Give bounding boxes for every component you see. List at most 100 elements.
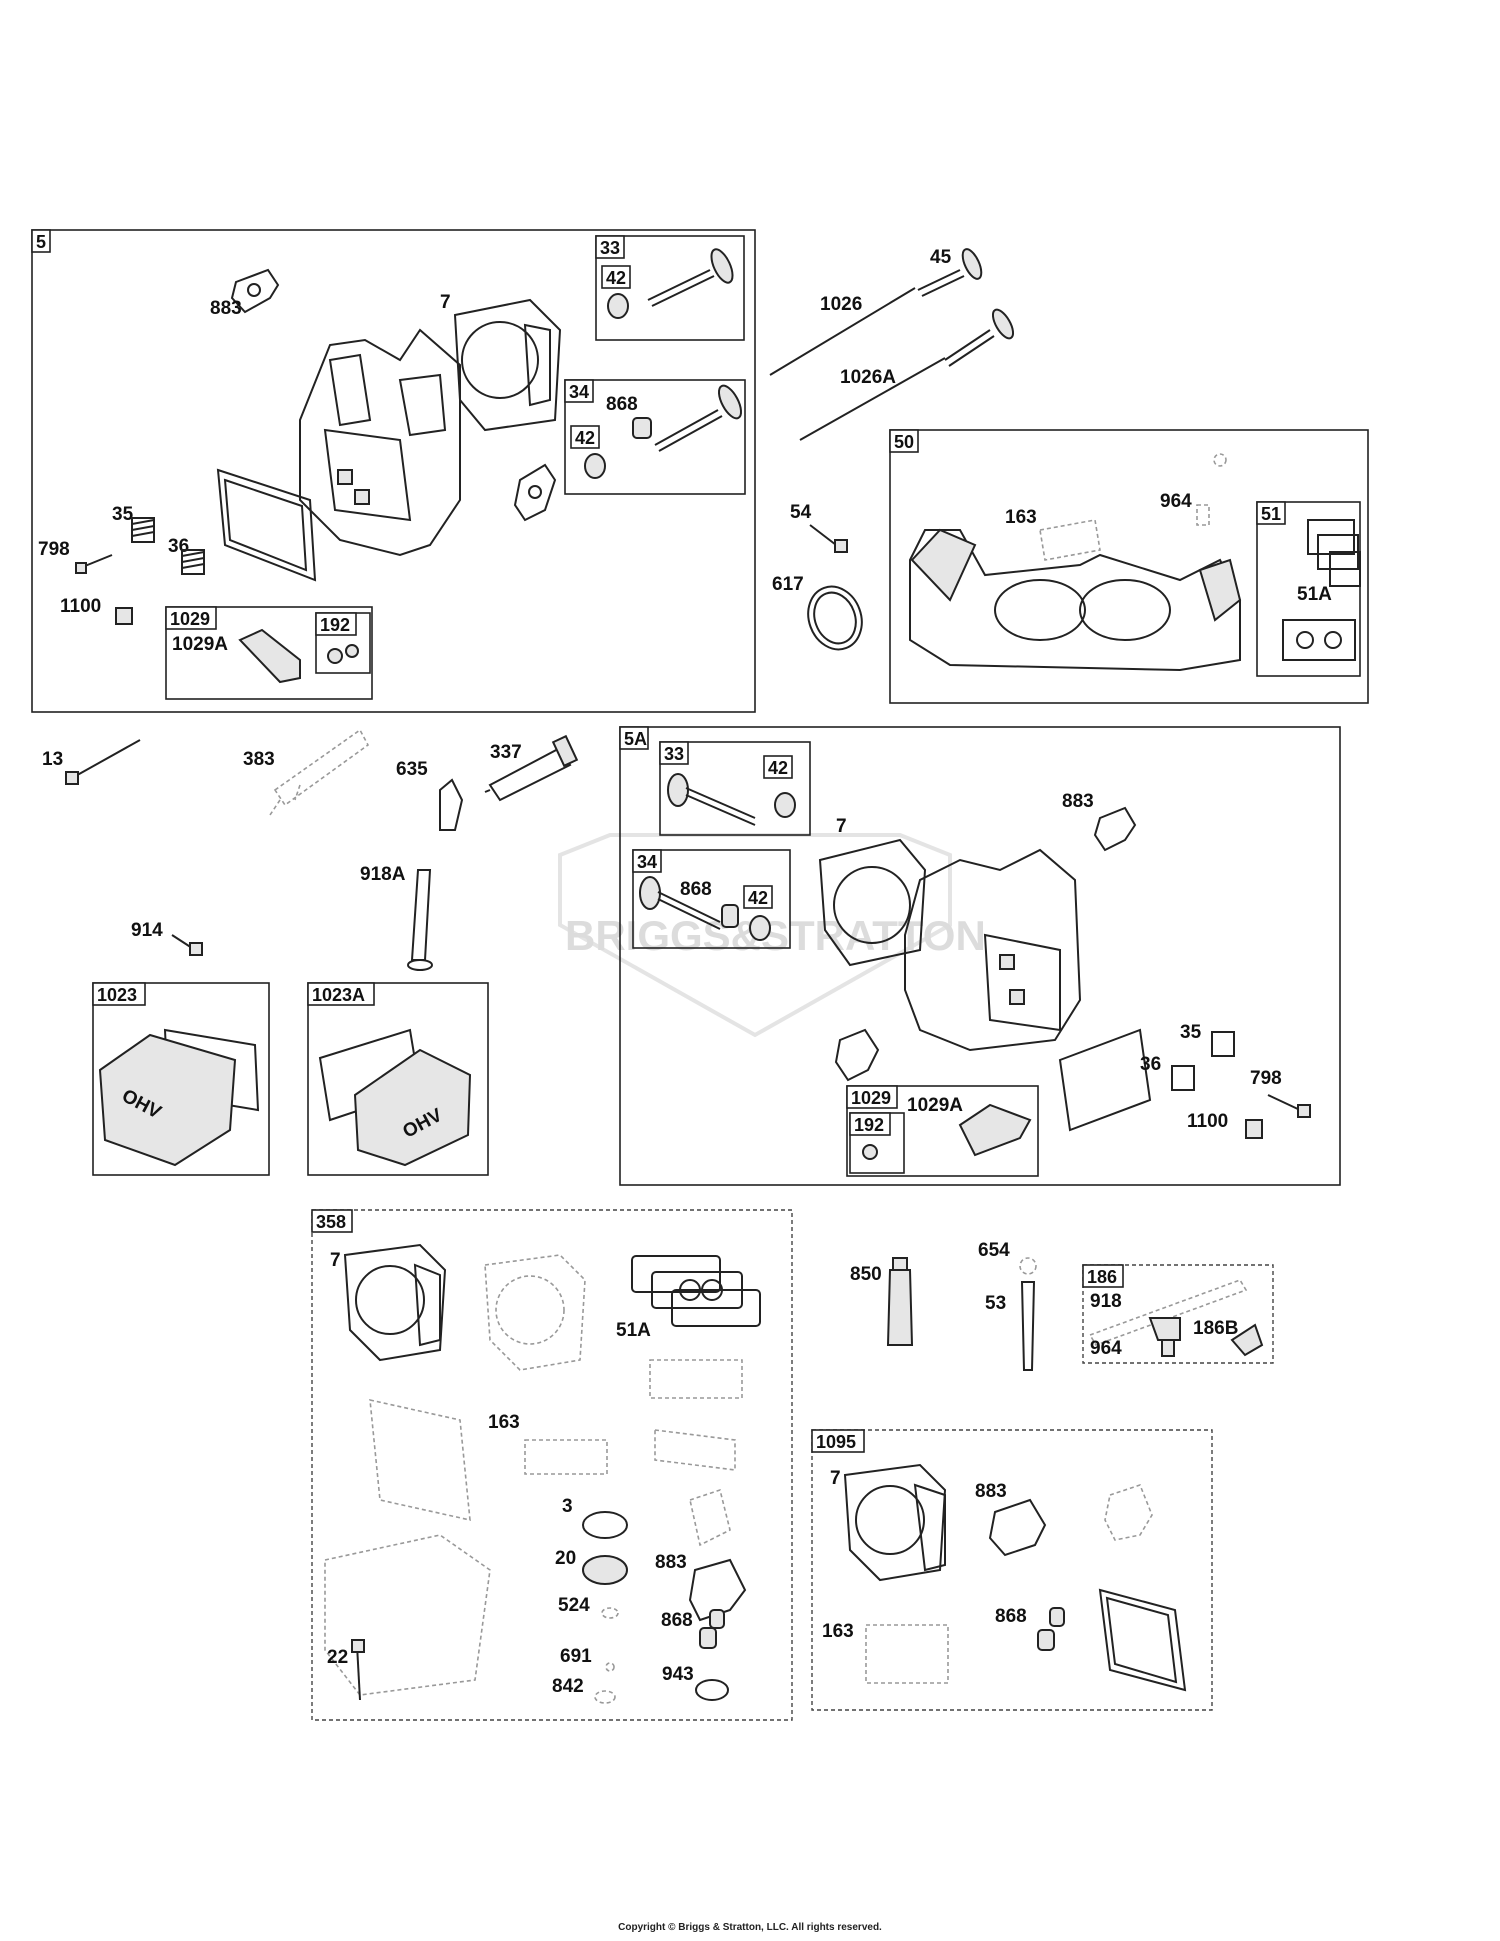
seal-617 <box>807 585 863 651</box>
section-358: 358 7 51A 163 3 20 883 <box>311 1209 793 1721</box>
label-617: 617 <box>772 574 804 595</box>
gasket-light-a <box>649 1359 743 1399</box>
gaskets-51A <box>631 1255 761 1327</box>
tag-186: 186 <box>1087 1267 1117 1287</box>
crankcase-gasket <box>324 1534 491 1696</box>
cylinder-head <box>299 328 461 557</box>
spring-35b <box>1211 1031 1235 1057</box>
section-5: 5 883 7 33 42 <box>31 229 756 713</box>
section-358-frame <box>311 1209 793 1721</box>
head-gasket-7 <box>453 298 562 432</box>
valve-cover-1023 <box>98 1033 237 1167</box>
part-964 <box>1196 504 1210 526</box>
label-798: 798 <box>38 539 70 560</box>
tube-918 <box>1088 1279 1248 1346</box>
valve-45 <box>917 248 983 297</box>
label-1029A: 1029A <box>172 634 228 655</box>
box-1023 <box>92 982 270 1176</box>
valve-1026A <box>944 308 1015 367</box>
valve-seal <box>607 293 629 319</box>
label-914: 914 <box>131 920 163 941</box>
tag-1023A: 1023A <box>312 985 365 1005</box>
pushrod-1026 <box>769 287 916 376</box>
spark-plug-337 <box>484 734 579 802</box>
label-883d: 883 <box>975 1481 1007 1502</box>
label-868: 868 <box>606 394 638 415</box>
tag-34b: 34 <box>637 852 657 872</box>
valve-cover-gasket-d <box>1098 1588 1187 1692</box>
part-1100b <box>1245 1119 1263 1139</box>
label-7: 7 <box>440 292 451 313</box>
spark-plug-boot-635 <box>439 778 464 831</box>
tag-5: 5 <box>36 232 46 252</box>
gasket-163b <box>524 1439 608 1475</box>
tag-1029b: 1029 <box>851 1088 891 1108</box>
label-1100b: 1100 <box>1187 1111 1228 1132</box>
label-842: 842 <box>552 1676 584 1697</box>
gasket-light-b <box>369 1398 471 1522</box>
head-gasket-7c <box>343 1243 447 1362</box>
label-7b: 7 <box>836 816 847 837</box>
label-868b: 868 <box>680 879 712 900</box>
label-918A: 918A <box>360 864 406 885</box>
box-51 <box>1256 501 1361 677</box>
guide-868c <box>699 1627 717 1649</box>
valve-cover-gasket-b <box>1058 1028 1152 1132</box>
guide-868d <box>1037 1629 1055 1651</box>
label-850: 850 <box>850 1264 882 1285</box>
intake-manifold <box>909 528 1242 672</box>
gasket-163c <box>865 1624 949 1684</box>
label-635: 635 <box>396 759 428 780</box>
label-35: 35 <box>112 504 134 525</box>
rocker-arm-b <box>958 1103 1032 1157</box>
label-1029Ab: 1029A <box>907 1095 963 1116</box>
valve-34 <box>654 384 743 452</box>
gasket-163 <box>1039 519 1101 561</box>
box-34 <box>564 379 746 495</box>
valve-seal-b <box>584 453 606 479</box>
section-1095: 1095 7 883 868 163 <box>811 1429 1213 1711</box>
label-868d: 868 <box>995 1606 1027 1627</box>
exhaust-gasket <box>513 463 557 522</box>
fitting-186 <box>1148 1317 1181 1341</box>
label-53: 53 <box>985 1293 1006 1314</box>
section-5A-frame <box>619 726 1341 1186</box>
box-1029b <box>846 1085 1039 1177</box>
label-883: 883 <box>210 298 242 319</box>
tag-1095: 1095 <box>816 1432 856 1452</box>
gasket-51-a <box>1307 519 1355 555</box>
valve-guide-868 <box>632 417 652 439</box>
head-gasket-7d <box>843 1463 947 1582</box>
label-35b: 35 <box>1180 1022 1202 1043</box>
label-22: 22 <box>327 1647 348 1668</box>
gasket-883c <box>688 1558 747 1622</box>
label-1100: 1100 <box>60 596 101 617</box>
box-1029 <box>165 606 373 700</box>
section-1023: 1023 OHV <box>92 982 270 1176</box>
label-51A: 51A <box>1297 584 1332 605</box>
copyright-notice: Copyright © Briggs & Stratton, LLC. All … <box>618 1922 882 1933</box>
gasket-51A <box>1282 619 1356 661</box>
tag-33: 33 <box>600 238 620 258</box>
section-1023A: 1023A OHV <box>307 982 489 1176</box>
head-gasket-7b <box>818 838 927 967</box>
bolt-798b <box>1267 1094 1301 1111</box>
ring-943 <box>695 1679 729 1701</box>
gasket-883b <box>1093 806 1137 852</box>
bolt-13 <box>71 739 141 779</box>
tag-5A: 5A <box>624 729 647 749</box>
tag-42b: 42 <box>575 428 595 448</box>
head-gasket-light <box>484 1254 586 1371</box>
breather-383 <box>273 728 370 807</box>
tag-box-5 <box>31 229 51 253</box>
label-20: 20 <box>555 1548 576 1569</box>
label-7d: 7 <box>830 1468 841 1489</box>
label-868c: 868 <box>661 1610 693 1631</box>
tag-42: 42 <box>606 268 626 288</box>
label-964b: 964 <box>1090 1338 1122 1359</box>
label-36: 36 <box>168 536 189 557</box>
seal-20 <box>582 1555 628 1585</box>
label-54: 54 <box>790 502 812 523</box>
label-883b: 883 <box>1062 791 1094 812</box>
